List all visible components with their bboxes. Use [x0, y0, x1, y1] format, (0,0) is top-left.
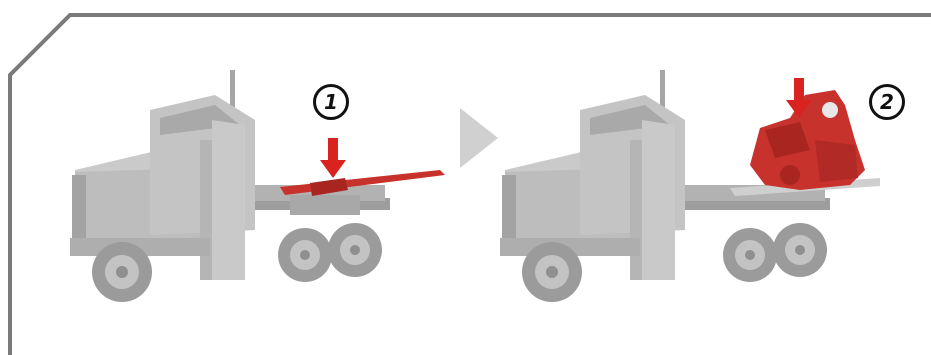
- truck-cab-illustration-2: [500, 70, 880, 302]
- chevron-right-icon: [460, 108, 498, 168]
- red-torso-part: [750, 90, 865, 190]
- down-arrow-icon: [320, 138, 346, 178]
- down-arrow-icon: [786, 78, 812, 118]
- step-2-panel: 2: [460, 0, 931, 355]
- red-bar-part: [280, 170, 445, 196]
- step-1-panel: 1: [0, 0, 460, 355]
- truck-cab-illustration-1: [70, 70, 445, 302]
- step-number-badge: 2: [869, 84, 905, 120]
- step-number-badge: 1: [313, 84, 349, 120]
